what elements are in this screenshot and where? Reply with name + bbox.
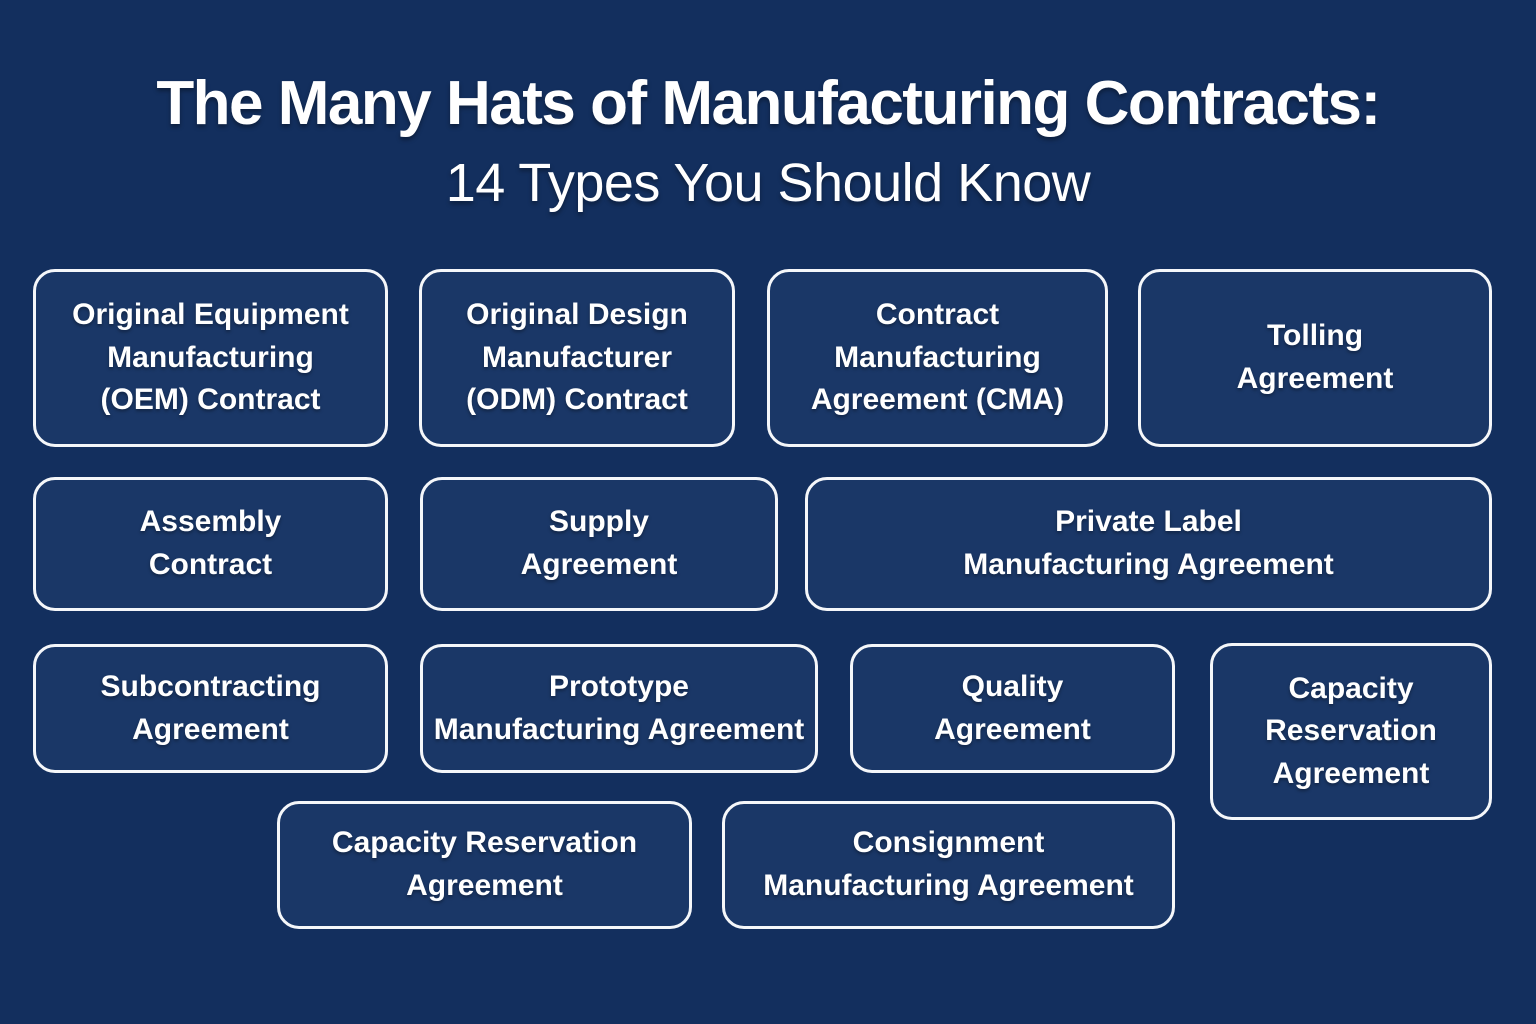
box-quality-agreement: Quality Agreement [850, 644, 1175, 773]
box-label-line: Agreement [132, 712, 289, 746]
box-label-line: Contract [875, 298, 1000, 332]
box-label-line: Agreement [934, 712, 1091, 746]
box-label-line: Agreement [406, 869, 563, 902]
page-title: The Many Hats of Manufacturing Contracts… [0, 69, 1536, 214]
box-label-line: Quality [961, 669, 1064, 703]
box-label-line: Manufacturing [834, 340, 1041, 374]
box-label-line: Agreement (CMA) [810, 383, 1065, 417]
box-capacity-reservation-agreement-wide: Capacity Reservation Agreement [277, 801, 692, 929]
box-label-line: Assembly [139, 505, 282, 539]
box-label-line: Manufacturing Agreement [763, 869, 1134, 902]
box-label-line: Capacity [1288, 671, 1414, 705]
box-private-label-manufacturing-agreement: Private Label Manufacturing Agreement [805, 477, 1492, 611]
box-prototype-manufacturing-agreement: Prototype Manufacturing Agreement [420, 644, 818, 773]
box-label-line: Agreement [520, 548, 678, 581]
box-label-line: Manufacturing [107, 340, 314, 374]
box-label-line: (OEM) Contract [100, 383, 321, 417]
box-consignment-manufacturing-agreement: Consignment Manufacturing Agreement [722, 801, 1175, 929]
box-label-line: Private Label [1055, 505, 1242, 539]
page-title-line-1: The Many Hats of Manufacturing Contracts… [156, 69, 1381, 138]
page-title-line-2: 14 Types You Should Know [445, 153, 1091, 214]
box-label-line: Prototype [548, 669, 689, 703]
box-capacity-reservation-agreement-tall: Capacity Reservation Agreement [1210, 643, 1492, 820]
box-label-line: Tolling [1266, 319, 1364, 353]
box-label-line: Agreement [1236, 362, 1394, 395]
box-label-line: Subcontracting [100, 669, 321, 703]
box-assembly-contract: Assembly Contract [33, 477, 388, 611]
box-label-line: Original Design [466, 298, 688, 332]
box-label-line: Manufacturing Agreement [963, 548, 1334, 581]
box-label-line: Original Equipment [72, 298, 349, 332]
box-subcontracting-agreement: Subcontracting Agreement [33, 644, 388, 773]
box-label-line: Supply [548, 505, 649, 539]
box-label-line: Manufacturer [481, 340, 673, 374]
box-tolling-agreement: Tolling Agreement [1138, 269, 1492, 447]
box-label-line: Consignment [852, 826, 1045, 860]
box-oem-contract: Original Equipment Manufacturing (OEM) C… [33, 269, 388, 447]
box-label-line: (ODM) Contract [466, 383, 688, 417]
box-label-line: Manufacturing Agreement [433, 712, 805, 746]
box-label-line: Reservation [1265, 714, 1437, 748]
box-label-line: Capacity Reservation [331, 826, 638, 860]
box-contract-manufacturing-agreement: Contract Manufacturing Agreement (CMA) [767, 269, 1108, 447]
box-label-line: Agreement [1272, 756, 1430, 790]
box-label-line: Contract [148, 548, 273, 581]
box-odm-contract: Original Design Manufacturer (ODM) Contr… [419, 269, 735, 447]
box-supply-agreement: Supply Agreement [420, 477, 778, 611]
